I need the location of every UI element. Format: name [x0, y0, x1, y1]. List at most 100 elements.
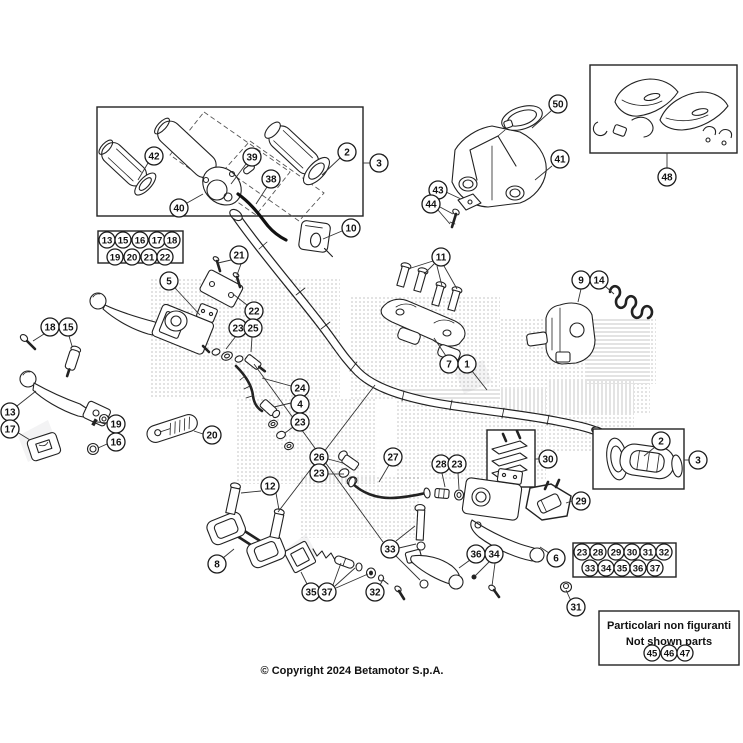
throttle-tube [154, 117, 288, 242]
callout-9[interactable]: 9 [571, 270, 591, 290]
svg-text:3: 3 [695, 456, 701, 467]
callout-11[interactable]: 11 [431, 247, 451, 267]
callout-12[interactable]: 12 [260, 476, 280, 496]
svg-text:17: 17 [152, 235, 163, 246]
callout-21[interactable]: 21 [140, 248, 158, 266]
callout-16[interactable]: 16 [131, 231, 149, 249]
callout-21[interactable]: 21 [229, 245, 249, 265]
callout-8[interactable]: 8 [207, 554, 227, 574]
svg-text:32: 32 [369, 588, 381, 599]
callout-34[interactable]: 34 [597, 559, 615, 577]
callout-19[interactable]: 19 [106, 248, 124, 266]
callout-25[interactable]: 25 [243, 318, 263, 338]
svg-text:39: 39 [246, 153, 258, 164]
switch-9 [526, 302, 596, 365]
callout-3[interactable]: 3 [688, 450, 708, 470]
callout-32[interactable]: 32 [655, 543, 673, 561]
callout-29[interactable]: 29 [571, 491, 591, 511]
callout-48[interactable]: 48 [657, 167, 677, 187]
svg-text:34: 34 [601, 563, 612, 574]
callout-36[interactable]: 36 [466, 544, 486, 564]
callout-4[interactable]: 4 [290, 394, 310, 414]
svg-text:37: 37 [321, 588, 333, 599]
riser-bolt [269, 508, 285, 540]
callout-20[interactable]: 20 [202, 425, 222, 445]
svg-text:41: 41 [554, 155, 566, 166]
callout-6[interactable]: 6 [546, 548, 566, 568]
callout-1[interactable]: 1 [457, 354, 477, 374]
callout-33[interactable]: 33 [380, 539, 400, 559]
svg-text:19: 19 [110, 420, 122, 431]
svg-text:37: 37 [650, 563, 661, 574]
svg-text:22: 22 [160, 252, 171, 263]
callout-30[interactable]: 30 [623, 543, 641, 561]
callout-40[interactable]: 40 [169, 198, 189, 218]
callout-35[interactable]: 35 [301, 582, 321, 602]
callout-18[interactable]: 18 [40, 317, 60, 337]
svg-text:25: 25 [247, 324, 259, 335]
callout-19[interactable]: 19 [106, 414, 126, 434]
callout-33[interactable]: 33 [581, 559, 599, 577]
callout-37[interactable]: 37 [646, 559, 664, 577]
handlebar-ticks [258, 241, 550, 426]
callout-41[interactable]: 41 [550, 149, 570, 169]
callout-29[interactable]: 29 [607, 543, 625, 561]
callout-10[interactable]: 10 [341, 218, 361, 238]
callout-14[interactable]: 14 [589, 270, 609, 290]
callout-35[interactable]: 35 [613, 559, 631, 577]
callout-23[interactable]: 23 [290, 412, 310, 432]
callout-20[interactable]: 20 [123, 248, 141, 266]
callout-23[interactable]: 23 [447, 454, 467, 474]
callout-31[interactable]: 31 [566, 597, 586, 617]
callout-38[interactable]: 38 [261, 169, 281, 189]
callout-32[interactable]: 32 [365, 582, 385, 602]
callout-5[interactable]: 5 [159, 271, 179, 291]
callout-44[interactable]: 44 [421, 194, 441, 214]
callout-47[interactable]: 47 [676, 644, 694, 662]
callout-27[interactable]: 27 [383, 447, 403, 467]
callout-45[interactable]: 45 [643, 644, 661, 662]
callout-50[interactable]: 50 [548, 94, 568, 114]
callout-7[interactable]: 7 [439, 354, 459, 374]
callout-13[interactable]: 13 [98, 231, 116, 249]
leader-lines [16, 110, 689, 602]
svg-text:31: 31 [570, 603, 582, 614]
svg-text:20: 20 [206, 431, 218, 442]
callout-37[interactable]: 37 [317, 582, 337, 602]
callout-28[interactable]: 28 [589, 543, 607, 561]
callout-28[interactable]: 28 [431, 454, 451, 474]
callout-18[interactable]: 18 [163, 231, 181, 249]
callout-24[interactable]: 24 [290, 378, 310, 398]
callout-31[interactable]: 31 [639, 543, 657, 561]
svg-text:24: 24 [294, 384, 306, 395]
callout-26[interactable]: 26 [309, 447, 329, 467]
callout-13[interactable]: 13 [0, 402, 20, 422]
svg-text:35: 35 [305, 588, 317, 599]
handlebar-drawing [229, 208, 605, 437]
callout-39[interactable]: 39 [242, 147, 262, 167]
cable-guide-14 [608, 284, 654, 320]
clutch-master-cylinder [89, 292, 267, 373]
callout-34[interactable]: 34 [484, 544, 504, 564]
callout-22[interactable]: 22 [244, 301, 264, 321]
svg-text:22: 22 [248, 307, 260, 318]
callout-42[interactable]: 42 [144, 146, 164, 166]
callout-17[interactable]: 17 [0, 419, 20, 439]
svg-text:8: 8 [214, 560, 220, 571]
callout-30[interactable]: 30 [538, 449, 558, 469]
callout-23[interactable]: 23 [309, 463, 329, 483]
callout-17[interactable]: 17 [148, 231, 166, 249]
callout-2[interactable]: 2 [337, 142, 357, 162]
callout-2[interactable]: 2 [651, 431, 671, 451]
callout-16[interactable]: 16 [106, 432, 126, 452]
callout-46[interactable]: 46 [660, 644, 678, 662]
callout-15[interactable]: 15 [58, 317, 78, 337]
callout-22[interactable]: 22 [156, 248, 174, 266]
callout-23[interactable]: 23 [573, 543, 591, 561]
callout-15[interactable]: 15 [114, 231, 132, 249]
callout-3[interactable]: 3 [369, 153, 389, 173]
svg-text:30: 30 [542, 455, 554, 466]
clamp-bolts-11 [396, 262, 463, 312]
svg-text:23: 23 [294, 418, 306, 429]
callout-36[interactable]: 36 [629, 559, 647, 577]
